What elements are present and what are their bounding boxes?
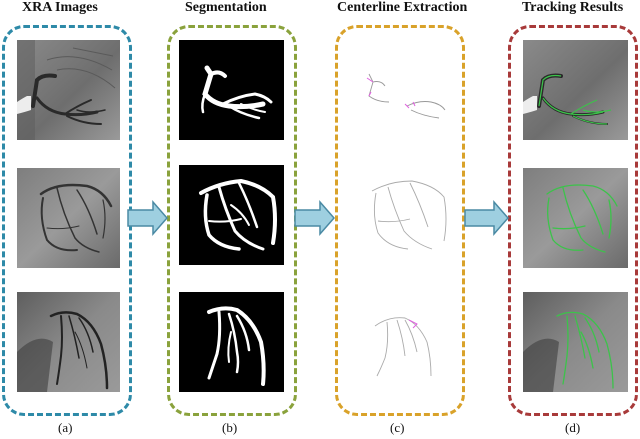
stage-title-segmentation: Segmentation [185, 0, 267, 15]
caption-b: (b) [222, 420, 238, 435]
panel-tracking [508, 25, 638, 416]
centerline-3 [374, 317, 432, 377]
centerline-2 [371, 180, 447, 250]
stage-title-centerline: Centerline Extraction [337, 0, 468, 15]
caption-a: (a) [58, 420, 73, 435]
centerline-1 [366, 73, 446, 119]
tracking-image-2 [523, 168, 628, 268]
stage-title-tracking: Tracking Results [522, 0, 624, 15]
segmentation-mask-2 [179, 165, 284, 265]
arrow-right-icon [294, 200, 335, 236]
tracking-image-1 [523, 40, 628, 140]
segmentation-mask-1 [179, 40, 284, 140]
tracking-image-3 [523, 292, 628, 392]
xra-image-3 [17, 292, 120, 392]
stage-title-xra: XRA Images [22, 0, 98, 15]
segmentation-mask-3 [179, 292, 284, 392]
arrow-right-icon [464, 200, 509, 236]
caption-d: (d) [565, 420, 581, 435]
xra-image-2 [17, 168, 120, 268]
caption-c: (c) [390, 420, 405, 435]
xra-image-1 [17, 40, 120, 140]
panel-centerline [335, 25, 465, 416]
arrow-right-icon [127, 200, 168, 236]
